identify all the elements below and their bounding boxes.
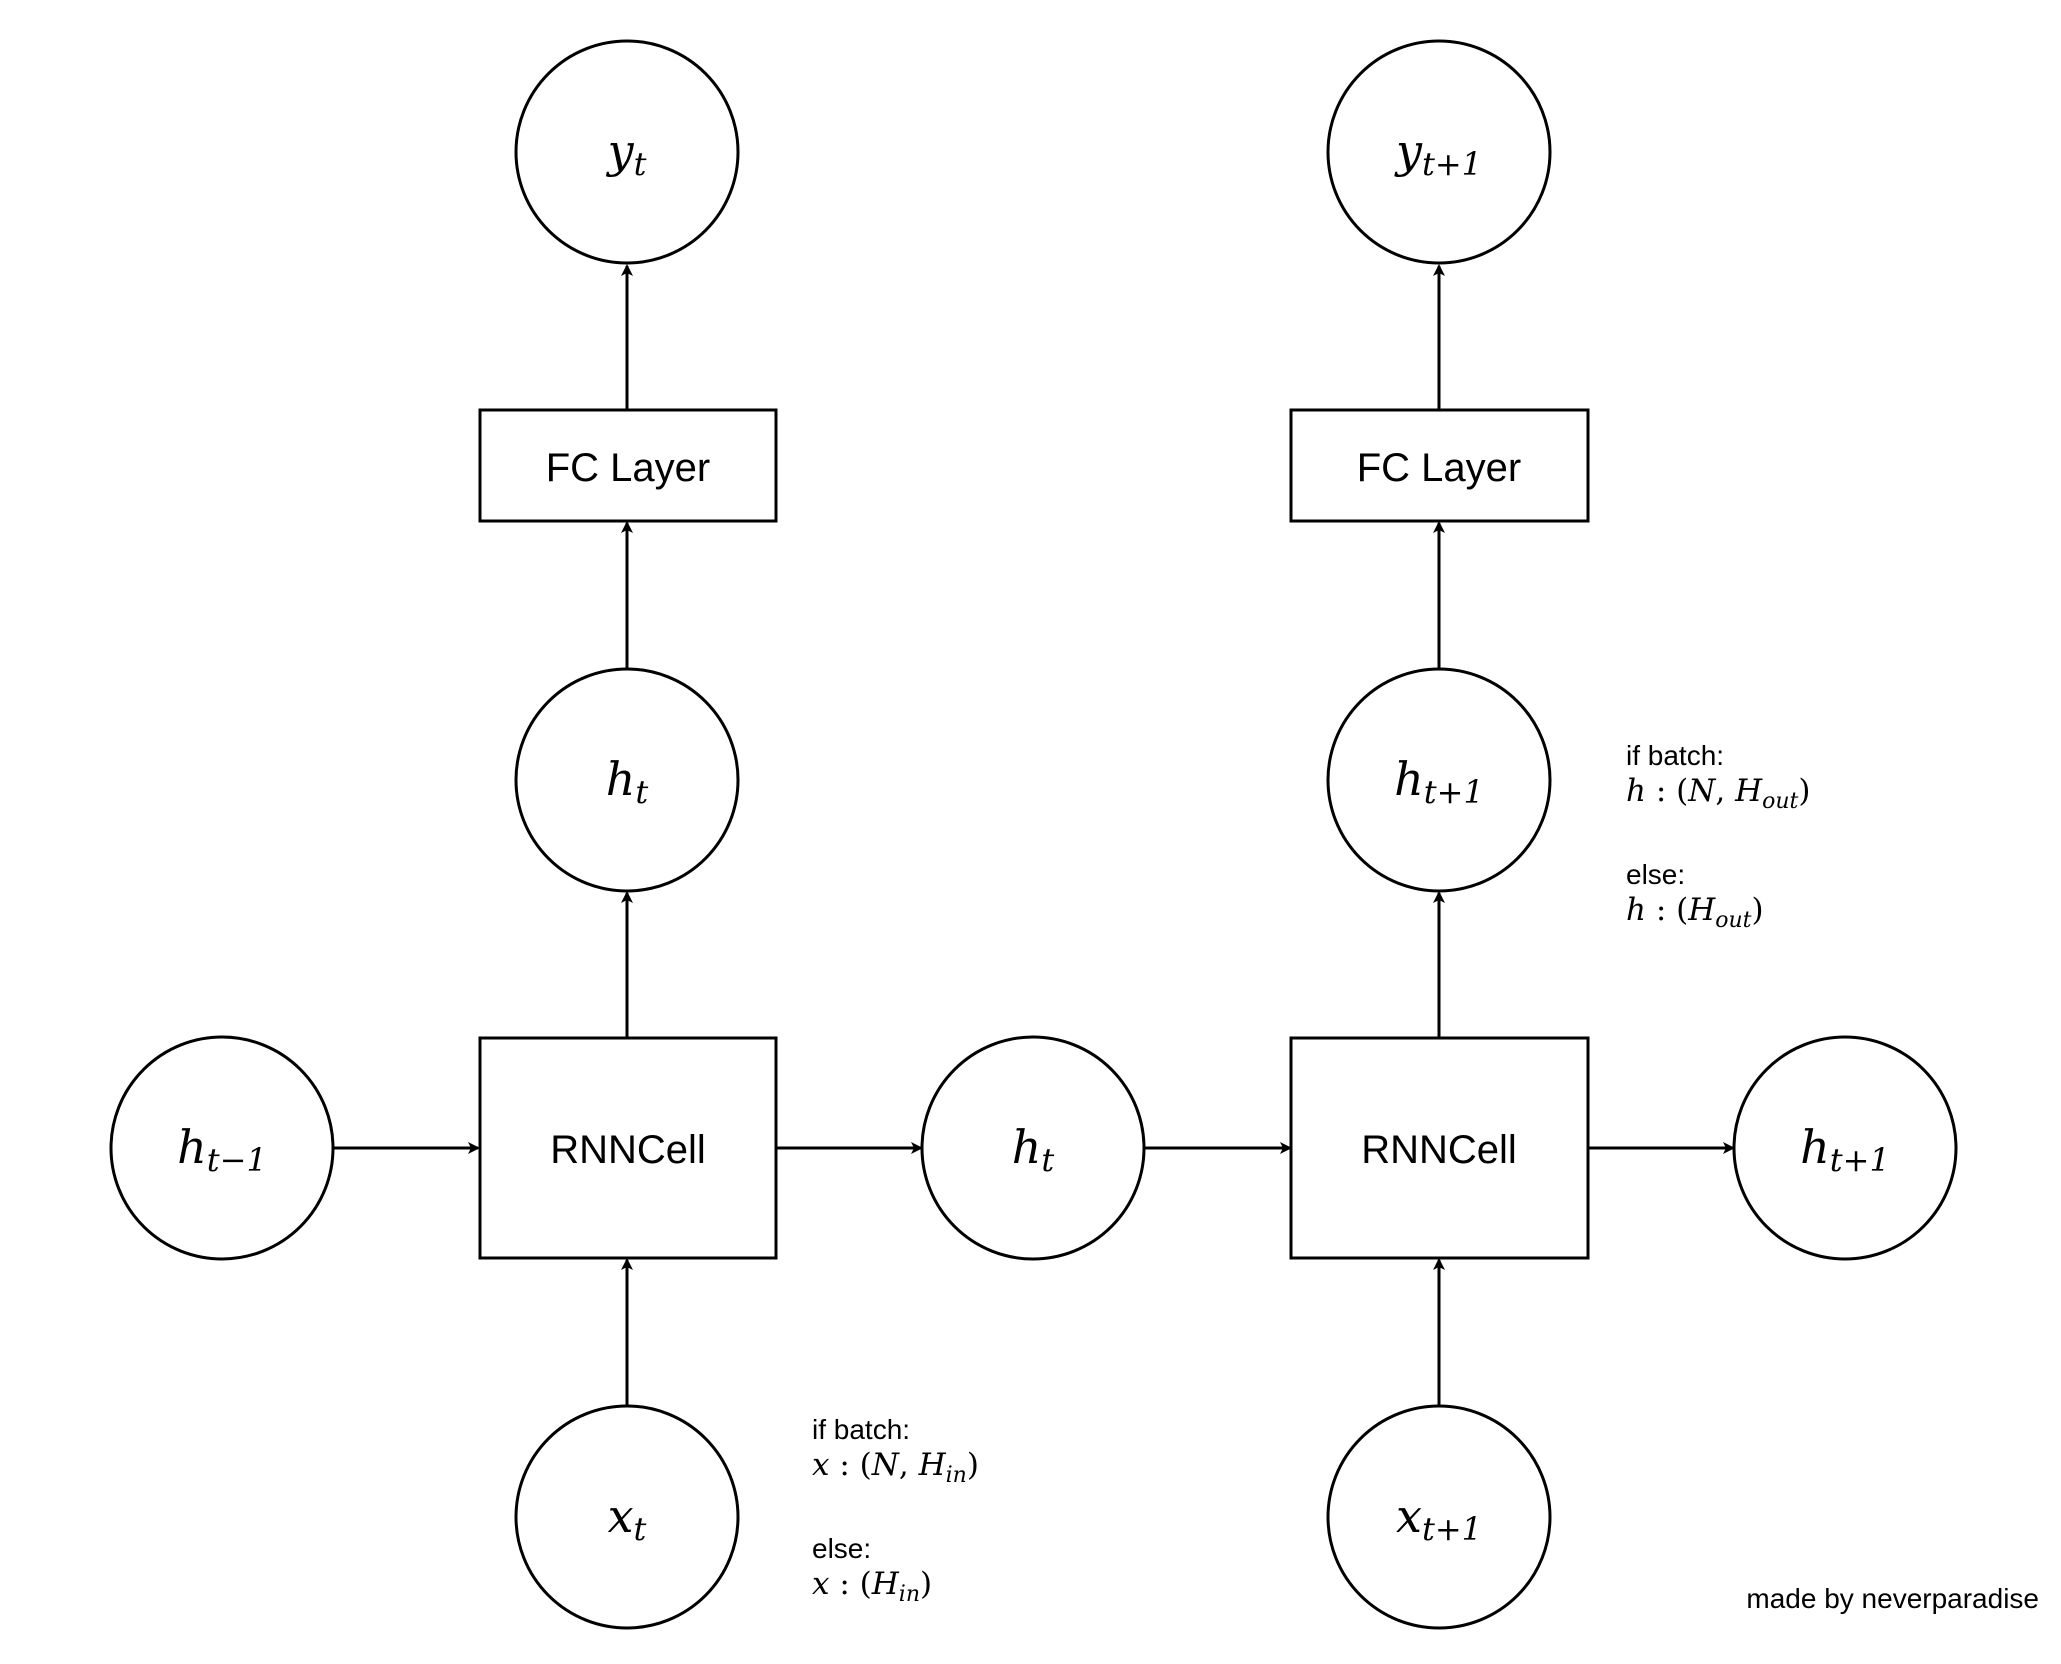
rnn-cell-label-2: RNNCell xyxy=(1361,1128,1517,1172)
h-batch-condition: if batch: xyxy=(1626,740,1725,771)
h-else-shape: h : (Hout) xyxy=(1626,892,1764,934)
node-y-t1-label: yt+1 xyxy=(1394,124,1482,183)
fc-layer-box-1 xyxy=(478,408,778,523)
node-x-t1 xyxy=(1326,1404,1552,1630)
node-h-t1-right-label: ht+1 xyxy=(1800,1120,1890,1179)
node-h-t1-right xyxy=(1732,1035,1958,1261)
x-else-condition: else: xyxy=(812,1533,872,1565)
fc-layer-box-2 xyxy=(1289,408,1590,523)
author-credit: made by neverparadise xyxy=(1746,1583,2039,1614)
h-else-condition: else: xyxy=(1626,859,1686,891)
node-x-t1-label: xt+1 xyxy=(1396,1489,1482,1548)
h-shape-note: if batch: h : (N, Hout) else: h : (Hout) xyxy=(1626,739,1810,977)
x-shape-note: if batch: x : (N, Hin) else: x : (Hin) xyxy=(812,1413,979,1651)
x-else-shape: x : (Hin) xyxy=(812,1566,933,1608)
node-x-t-label: xt xyxy=(608,1489,647,1548)
rnn-cell-box-1 xyxy=(478,1036,778,1260)
node-h-t-top xyxy=(514,667,740,893)
fc-layer-label-2: FC Layer xyxy=(1357,446,1522,490)
node-h-t1-top-label: ht+1 xyxy=(1394,752,1484,811)
node-h-t-mid xyxy=(920,1035,1146,1261)
node-h-tm1-label: ht−1 xyxy=(177,1120,267,1179)
rnn-cell-box-2 xyxy=(1289,1036,1590,1260)
node-h-tm1 xyxy=(109,1035,335,1261)
node-h-t-top-label: ht xyxy=(606,752,649,811)
node-h-t-mid-label: ht xyxy=(1012,1120,1055,1179)
rnn-cell-label-1: RNNCell xyxy=(550,1128,706,1172)
node-y-t-label: yt xyxy=(606,124,647,183)
h-batch-shape: h : (N, Hout) xyxy=(1626,773,1811,815)
fc-layer-label-1: FC Layer xyxy=(546,446,711,490)
x-batch-condition: if batch: xyxy=(812,1414,911,1445)
node-x-t xyxy=(514,1404,740,1630)
node-h-t1-top xyxy=(1326,667,1552,893)
x-batch-shape: x : (N, Hin) xyxy=(812,1447,979,1489)
node-y-t1 xyxy=(1326,39,1552,265)
node-y-t xyxy=(514,39,740,265)
